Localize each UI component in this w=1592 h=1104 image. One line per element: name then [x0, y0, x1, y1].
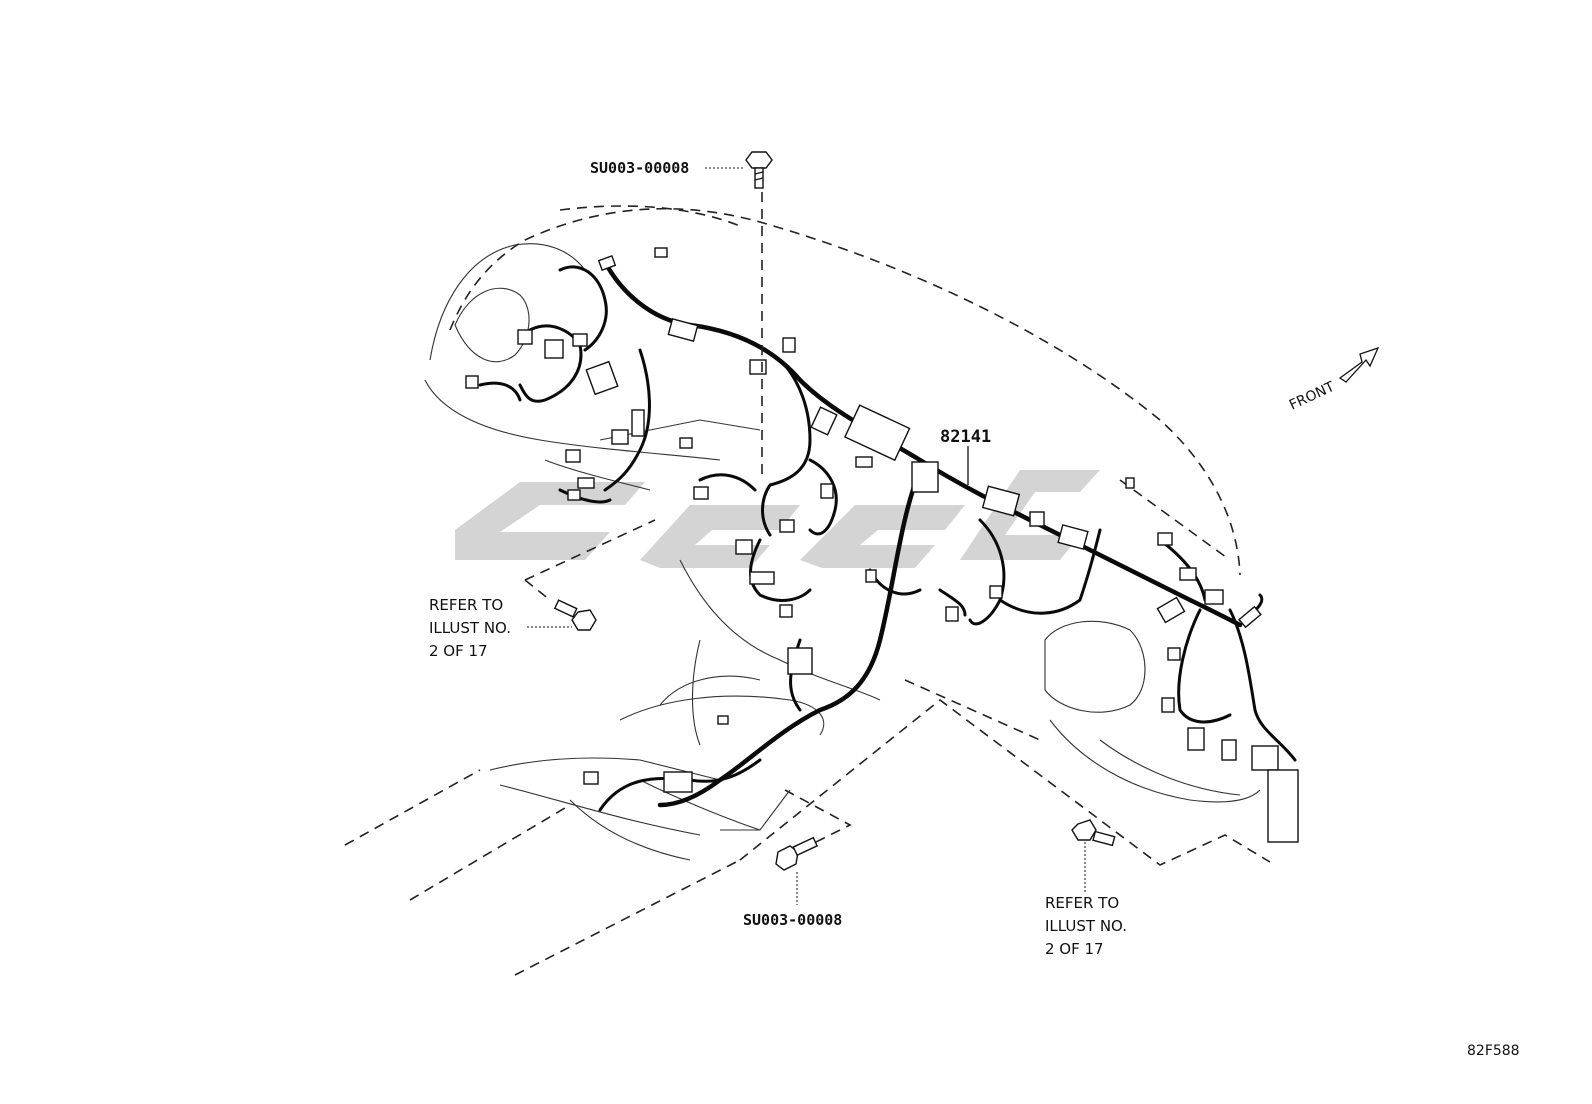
- bolt-label-top: SU003-00008: [590, 159, 689, 177]
- refer-right-line-1: REFER TO: [1045, 894, 1119, 912]
- bolt-icon-left: [553, 599, 597, 631]
- refer-left-line-3: 2 OF 17: [429, 642, 488, 660]
- part-number-label: 82141: [940, 427, 991, 447]
- connectors: [465, 247, 1299, 843]
- bolt-label-bottom: SU003-00008: [743, 911, 842, 929]
- refer-left-line-2: ILLUST NO.: [429, 619, 511, 637]
- bolt-icon-bottom: [775, 836, 819, 871]
- illustration-code: 82F588: [1467, 1043, 1520, 1059]
- bolt-icon-right: [1071, 819, 1116, 847]
- front-label: FRONT: [1287, 379, 1338, 414]
- refer-left-line-1: REFER TO: [429, 596, 503, 614]
- front-arrow-icon: [1338, 346, 1380, 383]
- brand-watermark: [455, 470, 1100, 568]
- bolt-icon-top: [745, 151, 773, 189]
- refer-right-line-2: ILLUST NO.: [1045, 917, 1127, 935]
- refer-right-line-3: 2 OF 17: [1045, 940, 1104, 958]
- dashboard-outline: [344, 205, 1271, 976]
